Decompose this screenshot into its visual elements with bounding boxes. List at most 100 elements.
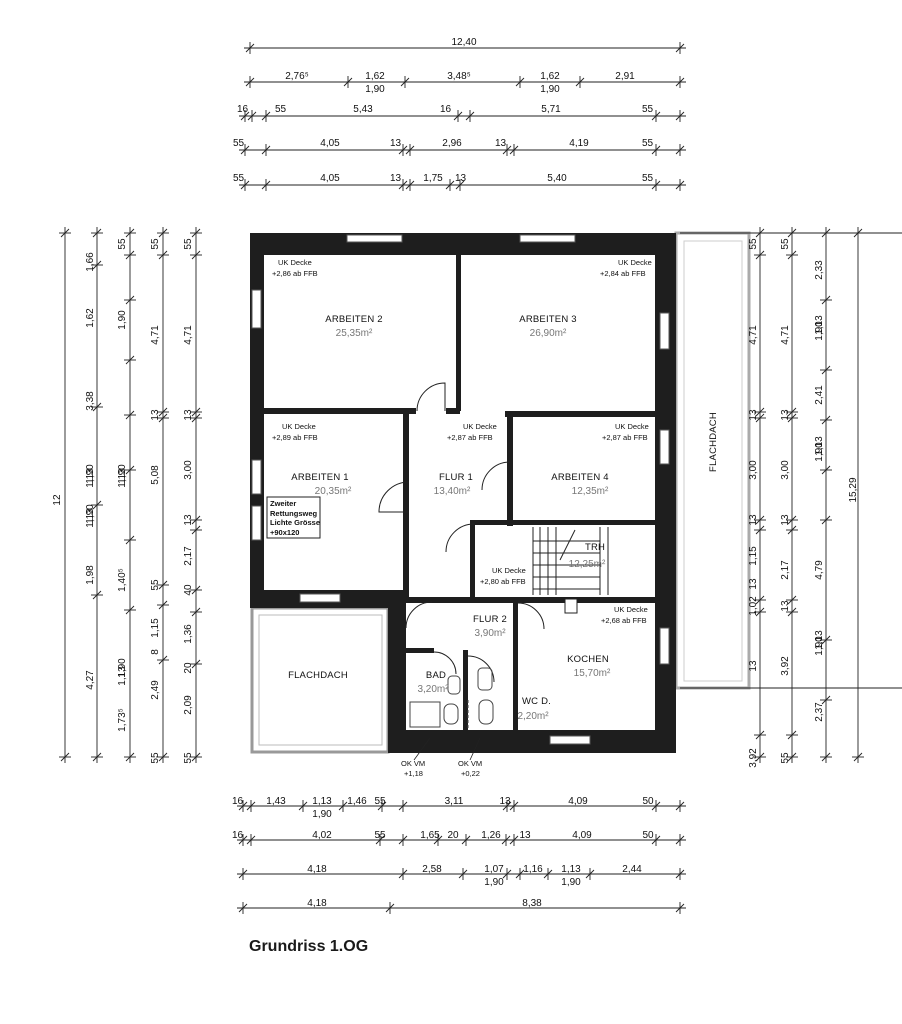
- room-bad: BAD 3,20m²: [417, 670, 449, 695]
- svg-text:1,62: 1,62: [365, 71, 385, 82]
- room-trh: TRH 12,25m² UK Decke +2,80 ab FFB: [480, 542, 606, 586]
- dimension-value: 55: [780, 752, 791, 764]
- svg-text:55: 55: [233, 138, 245, 149]
- svg-text:+2,87 ab FFB: +2,87 ab FFB: [602, 433, 648, 442]
- svg-text:55: 55: [275, 104, 287, 115]
- dimension-value: 55: [183, 752, 194, 764]
- svg-text:12,40: 12,40: [451, 37, 476, 48]
- sanitary-fixtures: [409, 667, 494, 728]
- room-arbeiten-4: UK Decke +2,87 ab FFB ARBEITEN 4 12,35m²: [551, 422, 648, 497]
- svg-text:55: 55: [642, 173, 654, 184]
- doors: [378, 382, 545, 683]
- dimension-value: 5,08: [150, 465, 161, 485]
- svg-text:55: 55: [642, 138, 654, 149]
- svg-text:2,44: 2,44: [622, 864, 642, 875]
- dimension-value: 1,90: [814, 636, 825, 656]
- svg-text:26,90m²: 26,90m²: [530, 328, 567, 339]
- dimension-value: 13: [183, 514, 194, 526]
- top-dimensions: 12,40 2,76⁵ 1,62 1,90 3,48⁵ 1,62 1,90 2,…: [233, 37, 654, 184]
- dimension-value: 2,33: [814, 260, 825, 280]
- dimension-value: 1,13: [85, 468, 96, 488]
- svg-text:1,16: 1,16: [523, 864, 543, 875]
- svg-text:OK VM: OK VM: [401, 759, 425, 768]
- svg-text:4,09: 4,09: [568, 796, 588, 807]
- svg-text:ARBEITEN 4: ARBEITEN 4: [551, 472, 608, 483]
- dimension-value: 1,90: [117, 310, 128, 330]
- room-arbeiten-1: UK Decke +2,89 ab FFB ARBEITEN 1 20,35m²: [272, 422, 352, 497]
- dimension-value: 1,90: [117, 658, 128, 678]
- dimension-value: 1,90: [117, 464, 128, 484]
- svg-text:+2,87 ab FFB: +2,87 ab FFB: [447, 433, 493, 442]
- dimension-value: 2,37: [814, 702, 825, 722]
- svg-text:5,71: 5,71: [541, 104, 561, 115]
- dimension-value: 1,15: [150, 618, 161, 638]
- rettungsweg-note: Zweiter Rettungsweg Lichte Grösse +90x12…: [266, 496, 321, 539]
- svg-text:50: 50: [642, 796, 654, 807]
- svg-text:UK Decke: UK Decke: [492, 566, 526, 575]
- room-kochen: UK Decke +2,68 ab FFB KOCHEN 15,70m²: [567, 605, 648, 679]
- dimension-value: 3,00: [780, 460, 791, 480]
- room-arbeiten-2: UK Decke +2,86 ab FFB ARBEITEN 2 25,35m²: [272, 258, 383, 339]
- svg-text:5,40: 5,40: [547, 173, 567, 184]
- svg-text:+0,22: +0,22: [461, 769, 480, 778]
- svg-text:1,07: 1,07: [484, 864, 504, 875]
- svg-text:+90x120: +90x120: [270, 528, 299, 537]
- svg-text:1,43: 1,43: [266, 796, 286, 807]
- dimension-value: 1,13: [814, 630, 825, 650]
- svg-text:Rettungsweg: Rettungsweg: [270, 509, 318, 518]
- svg-text:2,91: 2,91: [615, 71, 635, 82]
- dimension-value: 1,90: [85, 464, 96, 484]
- dimension-value: 3,92: [780, 656, 791, 676]
- svg-text:1,90: 1,90: [561, 877, 581, 888]
- dimension-value: 2,17: [183, 546, 194, 566]
- dimension-value: 4,27: [85, 670, 96, 690]
- flachdach-right-label: FLACHDACH: [708, 412, 719, 472]
- svg-text:13: 13: [390, 138, 402, 149]
- svg-text:13: 13: [495, 138, 507, 149]
- dimension-value: 13: [748, 514, 759, 526]
- dimension-value: 55: [150, 579, 161, 591]
- svg-text:OK VM: OK VM: [458, 759, 482, 768]
- dimension-value: 4,71: [183, 325, 194, 345]
- svg-text:20: 20: [447, 830, 459, 841]
- windows: [251, 234, 670, 745]
- svg-text:UK Decke: UK Decke: [463, 422, 497, 431]
- svg-text:ARBEITEN 2: ARBEITEN 2: [325, 314, 382, 325]
- svg-text:1,13: 1,13: [312, 796, 332, 807]
- svg-text:4,05: 4,05: [320, 138, 340, 149]
- flachdach-left-label: FLACHDACH: [288, 670, 348, 681]
- svg-text:8,38: 8,38: [522, 898, 542, 909]
- svg-text:1,90: 1,90: [312, 809, 332, 820]
- svg-text:13: 13: [499, 796, 511, 807]
- dimension-value: 4,79: [814, 560, 825, 580]
- svg-text:UK Decke: UK Decke: [614, 605, 648, 614]
- svg-text:TRH: TRH: [585, 542, 605, 553]
- dimension-value: 4,71: [780, 325, 791, 345]
- dimension-value: 13: [748, 660, 759, 672]
- dimension-value: 1,13: [85, 508, 96, 528]
- svg-text:1,26: 1,26: [481, 830, 501, 841]
- dimension-value: 15,29: [848, 477, 859, 502]
- svg-text:2,76⁵: 2,76⁵: [285, 71, 309, 82]
- svg-text:UK Decke: UK Decke: [278, 258, 312, 267]
- svg-text:13,40m²: 13,40m²: [434, 486, 471, 497]
- svg-text:Lichte Grösse: Lichte Grösse: [270, 518, 320, 527]
- dimension-value: 1,13: [117, 666, 128, 686]
- svg-text:FLUR 1: FLUR 1: [439, 472, 473, 483]
- dimension-value: 2,17: [780, 560, 791, 580]
- dimension-value: 2,49: [150, 680, 161, 700]
- dimension-value: 1,40⁵: [117, 568, 128, 592]
- dimension-value: 13: [780, 409, 791, 421]
- svg-text:2,96: 2,96: [442, 138, 462, 149]
- dimension-value: 55: [150, 238, 161, 250]
- svg-text:4,18: 4,18: [307, 864, 327, 875]
- dimension-value: 1,66: [85, 252, 96, 272]
- svg-text:1,90: 1,90: [484, 877, 504, 888]
- room-flur-1: UK Decke +2,87 ab FFB FLUR 1 13,40m²: [434, 422, 497, 497]
- ok-vm-labels: OK VM +1,18 OK VM +0,22: [401, 737, 482, 778]
- svg-text:55: 55: [642, 104, 654, 115]
- room-wc: WC D. 2,20m²: [517, 696, 550, 722]
- dimension-value: 55: [150, 752, 161, 764]
- plan-caption: Grundriss 1.OG: [249, 938, 369, 955]
- dimension-value: 1,13: [814, 315, 825, 335]
